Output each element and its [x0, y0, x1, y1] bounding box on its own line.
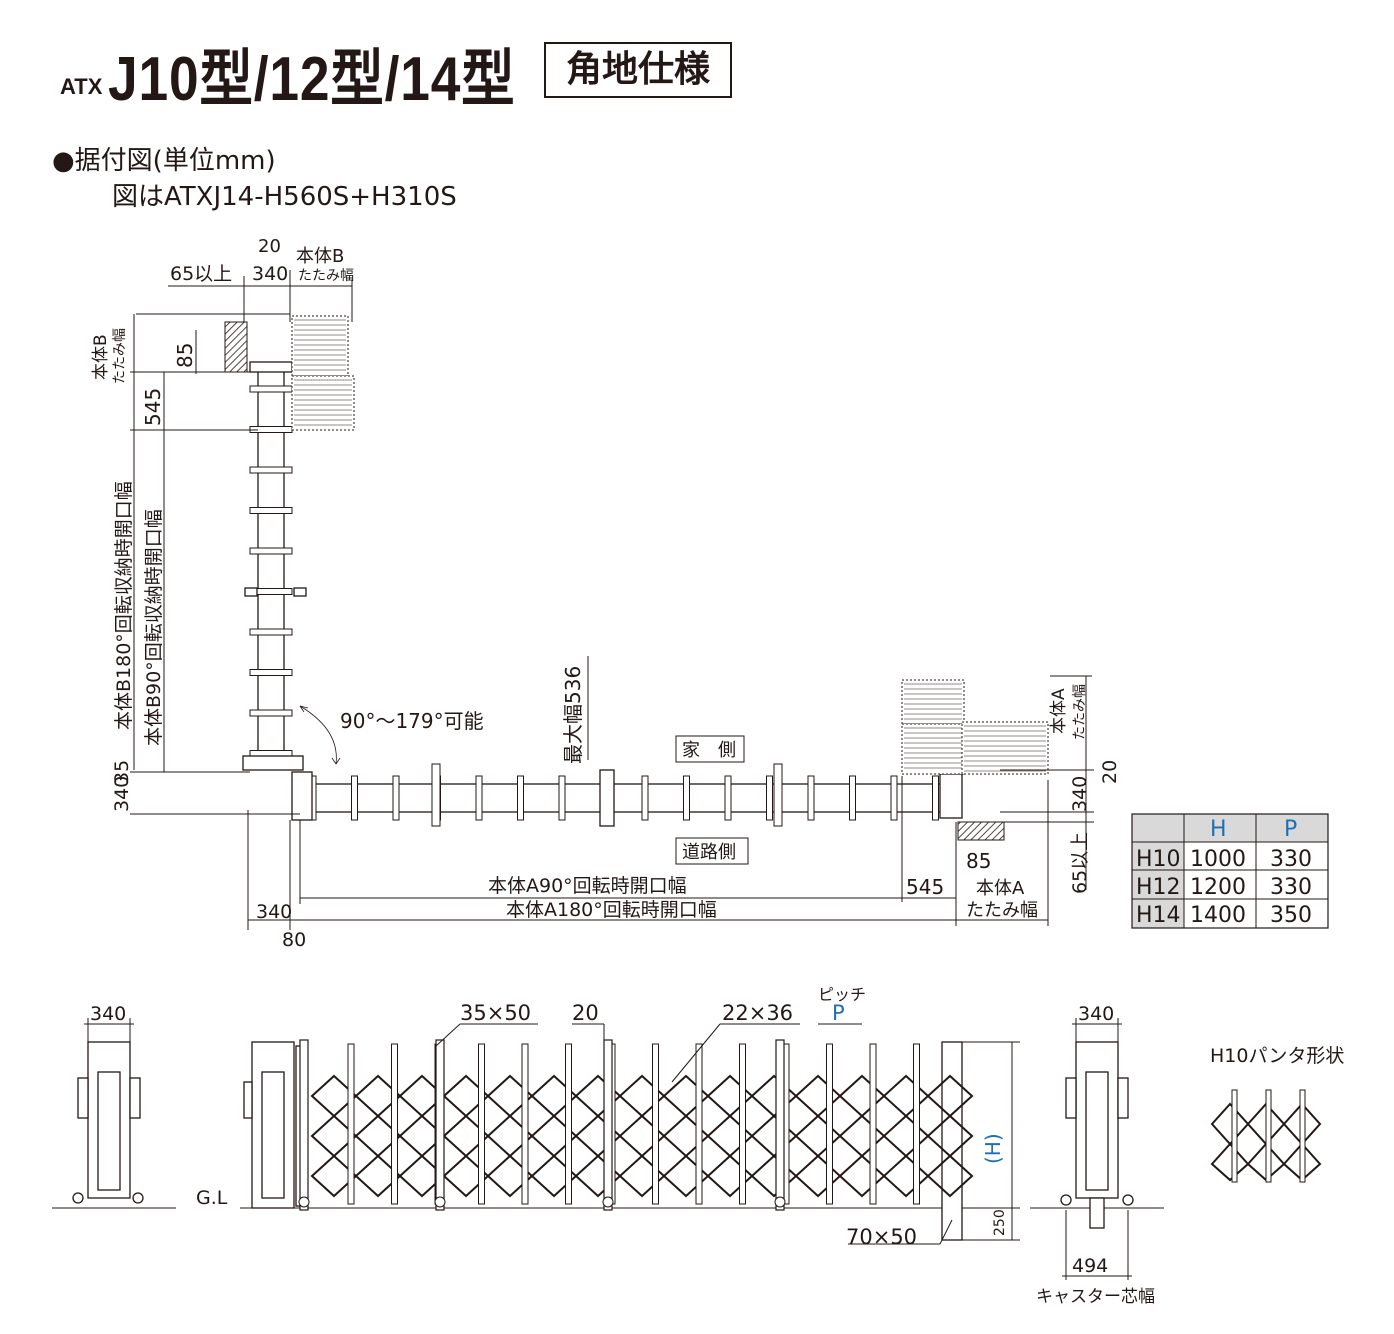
table-cell: H12 [1136, 875, 1181, 900]
dim-b-left-tatami: たたみ幅 [112, 328, 128, 384]
dim-340-right: 340 [1069, 776, 1091, 812]
spec-table: H P H10 1000 330 H12 1200 330 H14 1400 3… [1131, 813, 1329, 929]
dim-340-left: 340 [111, 776, 133, 812]
gate-a-folded-1 [901, 679, 965, 725]
side-view-left-handle-r [129, 1077, 141, 1119]
dim-340-bottom: 340 [256, 901, 292, 923]
elev-end-post [941, 1041, 963, 1241]
dim-85-right: 85 [966, 849, 991, 873]
gate-a-post-right [939, 773, 963, 819]
dim-70x50: 70×50 [846, 1225, 917, 1249]
side-view-left-inner [97, 1071, 121, 1191]
gate-a-fold-hatch [904, 683, 1046, 772]
spec-badge: 角地仕様 [544, 42, 732, 98]
gate-b-folded-2 [291, 375, 355, 431]
h10-shape-label: H10パンタ形状 [1210, 1045, 1344, 1067]
header: ATX J10型/12型/14型 角地仕様 ●据付図(単位mm) 図はATXJ1… [0, 0, 1394, 220]
dim-b90: 本体B90°回転収納時開口幅 [143, 509, 165, 746]
gate-b-folded-1 [291, 315, 349, 377]
gate-b-base [242, 755, 304, 771]
gate-vertical-bars [298, 1039, 920, 1211]
gate-a-center [599, 769, 615, 827]
dim-545-left: 545 [141, 388, 165, 426]
table-cell: H14 [1136, 903, 1181, 928]
gate-b-latch-r [293, 587, 307, 597]
table-header-h: H [1210, 817, 1227, 842]
dim-35x50: 35×50 [460, 1001, 531, 1025]
gl-label: G.L [196, 1187, 228, 1209]
dim-340-elev-right: 340 [1078, 1003, 1114, 1025]
table-cell: 1000 [1190, 847, 1246, 872]
swing-angle-label: 90°〜179°可能 [340, 709, 484, 733]
dim-h: (H) [981, 1133, 1005, 1164]
wall-post-a [957, 821, 1005, 841]
gate-a-post-left [291, 771, 313, 821]
dim-20-elev: 20 [572, 1001, 599, 1025]
gate-a-body [299, 783, 951, 813]
dim-b-tatami: たたみ幅 [298, 268, 354, 284]
dim-a180: 本体A180°回転時開口幅 [506, 899, 717, 921]
table-cell: 330 [1270, 875, 1312, 900]
table-cell: 350 [1270, 903, 1312, 928]
table-row-header-bg [1132, 842, 1184, 928]
h10-lattice-sample [1210, 1089, 1322, 1183]
gate-a-rungs [309, 763, 939, 827]
pitch-p: P [832, 1001, 845, 1025]
dim-340-top: 340 [252, 263, 288, 285]
dim-a90: 本体A90°回転時開口幅 [488, 875, 687, 897]
elev-post-inner [261, 1071, 285, 1199]
max-width-label: 最大幅536 [561, 666, 585, 764]
title-prefix: ATX [60, 74, 103, 99]
road-side-label: 道路側 [682, 842, 736, 863]
dim-b-left-label: 本体B [91, 334, 111, 380]
side-view-right-handle-l [1065, 1077, 1077, 1119]
gate-b-latch-l [244, 587, 258, 597]
gate-a-folded-3 [961, 721, 1049, 775]
dim-a-label: 本体A [976, 878, 1025, 899]
dim-a-right-label: 本体A [1049, 688, 1069, 734]
dim-65-top: 65以上 [170, 263, 232, 285]
dim-20-right: 20 [1099, 760, 1121, 784]
swing-arc [299, 705, 337, 765]
dim-494: 494 [1072, 1255, 1108, 1277]
dim-85-left: 85 [173, 343, 197, 368]
dim-65-right: 65以上 [1069, 832, 1091, 894]
table-cell: H10 [1136, 847, 1181, 872]
dim-20-top: 20 [258, 236, 281, 257]
wall-post-b [224, 321, 248, 373]
gate-a-folded-2 [901, 723, 965, 775]
elevation-view: G.L 340 (H) 250 35×50 20 22 [52, 985, 1344, 1307]
elev-post-handle [243, 1081, 253, 1119]
dim-340-elev-left: 340 [90, 1003, 126, 1025]
table-cell: 1200 [1190, 875, 1246, 900]
dim-545-right: 545 [906, 875, 944, 899]
model-note: 図はATXJ14-H560S+H310S [112, 182, 457, 212]
dim-35: 35 [111, 760, 133, 784]
gate-b-fold-hatch [294, 319, 352, 426]
table-corner [1132, 814, 1184, 842]
pitch-label: ピッチ [818, 985, 866, 1004]
side-view-right-handle-r [1117, 1077, 1129, 1119]
table-header-p: P [1284, 817, 1297, 842]
dim-22x36: 22×36 [722, 1001, 793, 1025]
dim-b180: 本体B180°回転収納時開口幅 [113, 481, 135, 730]
gate-b-cap [249, 361, 293, 373]
plan-view: 90°〜179°可能 家 側 道路側 最大幅536 20 本体B たたみ幅 65… [91, 236, 1121, 951]
side-view-right-foot [1089, 1197, 1105, 1229]
table-cell: 330 [1270, 847, 1312, 872]
side-view-left-handle-l [77, 1077, 89, 1119]
section-heading: ●据付図(単位mm) [52, 146, 276, 176]
dim-80: 80 [282, 929, 306, 951]
caster-width-label: キャスター芯幅 [1036, 1287, 1155, 1307]
page-title: J10型/12型/14型 [108, 45, 516, 114]
dim-250: 250 [992, 1209, 1008, 1236]
dim-a-tatami: たたみ幅 [966, 900, 1038, 921]
house-side-label: 家 側 [682, 740, 736, 761]
dim-a-right-tatami: たたみ幅 [1072, 684, 1088, 740]
dim-b-label: 本体B [296, 246, 344, 267]
side-view-right-inner [1085, 1071, 1109, 1191]
gate-lattice [310, 1074, 974, 1198]
table-cell: 1400 [1190, 903, 1246, 928]
